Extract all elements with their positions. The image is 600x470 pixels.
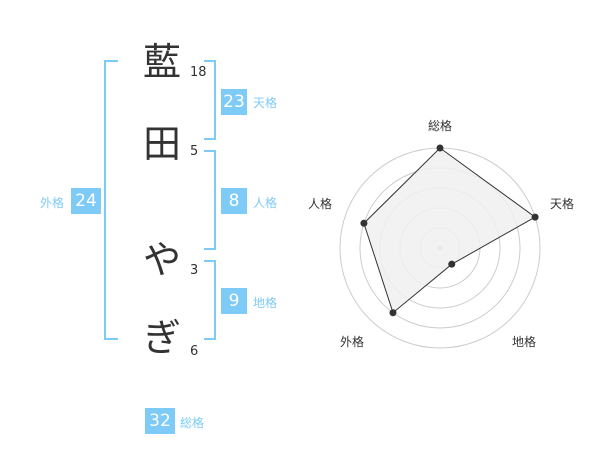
radar-point-5 — [360, 219, 368, 227]
gaikaku-bracket — [104, 60, 118, 340]
stroke-count-2: 5 — [190, 144, 199, 159]
gaikaku-label: 外格 — [40, 196, 65, 210]
tenkaku-bracket — [204, 60, 216, 140]
jinkaku-label: 人格 — [253, 196, 278, 210]
radar-axis-label-5: 人格 — [308, 196, 332, 211]
stroke-count-3: 3 — [190, 263, 199, 278]
soukaku-value: 32 — [145, 408, 175, 434]
gaikaku-value: 24 — [71, 188, 101, 214]
radar-data-polygon — [363, 147, 537, 314]
name-char-3: や — [142, 238, 181, 282]
stroke-count-4: 6 — [190, 344, 199, 359]
radar-axis-label-1: 総格 — [428, 118, 452, 133]
tenkaku-label: 天格 — [253, 96, 278, 110]
tenkaku-value: 23 — [221, 89, 247, 115]
name-char-2: 田 — [142, 122, 181, 166]
radar-point-4 — [389, 309, 397, 317]
chikaku-label: 地格 — [253, 296, 278, 310]
radar-point-2 — [531, 213, 539, 221]
radar-axis-label-4: 外格 — [340, 334, 364, 349]
jinkaku-bracket — [204, 150, 216, 250]
chikaku-bracket — [204, 260, 216, 340]
radar-axis-label-3: 地格 — [512, 334, 536, 349]
soukaku-label: 総格 — [180, 416, 205, 430]
chikaku-value: 9 — [221, 288, 247, 314]
radar-point-1 — [436, 144, 444, 152]
name-char-4: ぎ — [142, 316, 181, 360]
name-char-1: 藍 — [142, 40, 181, 84]
radar-axis-label-2: 天格 — [550, 196, 574, 211]
stroke-count-1: 18 — [190, 65, 207, 80]
jinkaku-value: 8 — [221, 188, 247, 214]
radar-point-3 — [448, 260, 456, 268]
